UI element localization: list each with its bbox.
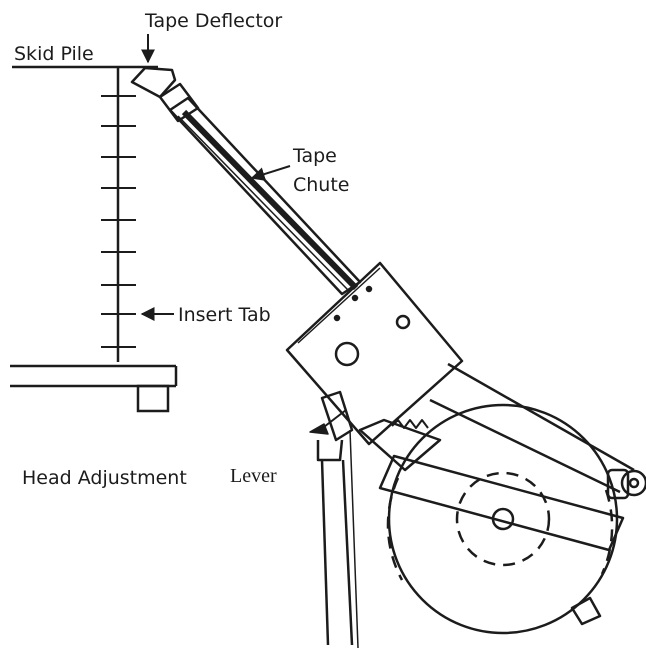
head-rivet-1 xyxy=(333,314,341,322)
insert-tab-label: Insert Tab xyxy=(178,304,271,326)
lever-arm-left xyxy=(320,459,330,646)
roll-guard-arc-left xyxy=(386,477,404,581)
skid-foot xyxy=(136,384,170,413)
roller-bracket xyxy=(606,468,630,500)
head-adjustment-label: Head Adjustment xyxy=(22,467,187,489)
head-small-bolt xyxy=(395,314,411,330)
head-large-bolt xyxy=(334,341,360,367)
lever-arm-right xyxy=(341,459,354,646)
skid-pallet xyxy=(10,364,178,413)
head-rivet-2 xyxy=(365,285,373,293)
head-lower-plate xyxy=(358,418,442,472)
applicator-head xyxy=(285,261,464,472)
head-housing-top-edge xyxy=(297,267,381,344)
roll-bottom-tab xyxy=(570,596,602,626)
roll-guard-arc-right xyxy=(600,489,614,575)
tape-roll-core xyxy=(455,471,551,567)
compression-spring xyxy=(391,419,429,429)
lever-arm-inner xyxy=(349,429,359,649)
lever-mount-bracket xyxy=(320,390,354,442)
tape-chute-inner-edge xyxy=(177,115,349,291)
upper-link-arm-inner xyxy=(429,398,621,494)
head-rivet-3 xyxy=(351,294,359,302)
head-housing xyxy=(285,261,464,446)
leader-arrows xyxy=(140,34,291,321)
tape-chute-arrow xyxy=(250,165,291,181)
lever-upper-bend xyxy=(316,439,344,462)
upper-link-arm xyxy=(447,362,635,472)
skid-pile xyxy=(10,65,178,413)
tape-chute-label-line1: Tape xyxy=(292,145,337,167)
skid-pile-ticks xyxy=(101,95,136,348)
head-adjustment-lever xyxy=(309,390,359,649)
tape-deflector-label: Tape Deflector xyxy=(144,10,282,32)
tape-deflector xyxy=(130,66,177,99)
guide-roller xyxy=(620,469,646,497)
lever-label: Lever xyxy=(230,465,277,487)
tape-roll-assembly xyxy=(378,362,646,635)
tape-strip xyxy=(181,109,359,291)
skid-pile-label: Skid Pile xyxy=(14,43,94,65)
roll-mounting-arm xyxy=(378,454,625,552)
guide-roller-axle xyxy=(628,477,640,489)
tape-roll xyxy=(387,403,619,635)
tape-chute-label-line2: Chute xyxy=(293,174,350,196)
